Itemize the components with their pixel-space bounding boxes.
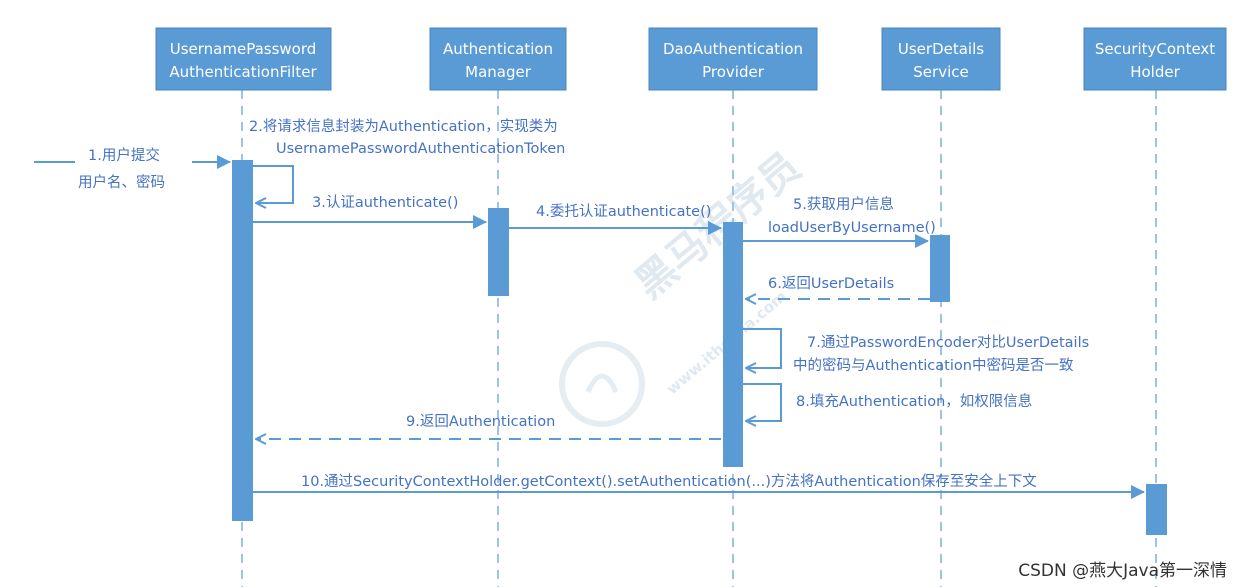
actor-manager-line1: Authentication	[443, 40, 553, 58]
msg5-label-line2: loadUserByUsername()	[768, 220, 936, 236]
activation-provider	[723, 222, 743, 467]
actor-filter: UsernamePassword AuthenticationFilter	[155, 27, 332, 91]
activation-context-holder	[1146, 484, 1167, 535]
actor-context-holder: SecurityContext Holder	[1083, 27, 1227, 91]
actor-filter-line2: AuthenticationFilter	[169, 63, 317, 81]
msg2-self-loop	[253, 165, 294, 203]
msg10-label: 10.通过SecurityContextHolder.getContext().…	[301, 472, 1037, 490]
actor-userdetails-line1: UserDetails	[898, 40, 984, 58]
actor-context-holder-line2: Holder	[1130, 63, 1180, 81]
msg7-label-line2: 中的密码与Authentication中密码是否一致	[793, 357, 1074, 374]
msg2-label-line2: UsernamePasswordAuthenticationToken	[276, 141, 565, 157]
msg2-label-line1: 2.将请求信息封装为Authentication，实现类为	[249, 118, 558, 135]
activation-filter	[232, 160, 253, 521]
msg8-label: 8.填充Authentication，如权限信息	[796, 393, 1032, 410]
actor-filter-line1: UsernamePassword	[170, 40, 317, 58]
actor-manager: Authentication Manager	[429, 27, 567, 91]
actor-context-holder-line1: SecurityContext	[1095, 40, 1215, 58]
actor-provider-line2: Provider	[702, 63, 765, 81]
msg5-label-line1: 5.获取用户信息	[793, 196, 894, 213]
activation-userdetails	[930, 235, 950, 302]
msg7-self-loop	[743, 328, 782, 368]
activation-manager	[488, 208, 509, 296]
msg1-label-line2: 用户名、密码	[78, 174, 165, 191]
actor-manager-line2: Manager	[465, 63, 532, 81]
actor-userdetails: UserDetails Service	[881, 27, 1001, 91]
actor-userdetails-line2: Service	[913, 63, 968, 81]
msg9-label: 9.返回Authentication	[406, 413, 555, 430]
actor-provider: DaoAuthentication Provider	[648, 27, 818, 91]
msg7-label-line1: 7.通过PasswordEncoder对比UserDetails	[807, 334, 1089, 351]
actor-provider-line1: DaoAuthentication	[663, 40, 803, 58]
msg1-label-line1: 1.用户提交	[88, 146, 160, 164]
msg8-self-loop	[743, 383, 782, 421]
msg6-label: 6.返回UserDetails	[768, 275, 894, 292]
msg3-label: 3.认证authenticate()	[312, 194, 458, 211]
watermark-credit: CSDN @燕大Java第一深情	[1018, 561, 1227, 581]
msg4-label: 4.委托认证authenticate()	[536, 203, 711, 220]
